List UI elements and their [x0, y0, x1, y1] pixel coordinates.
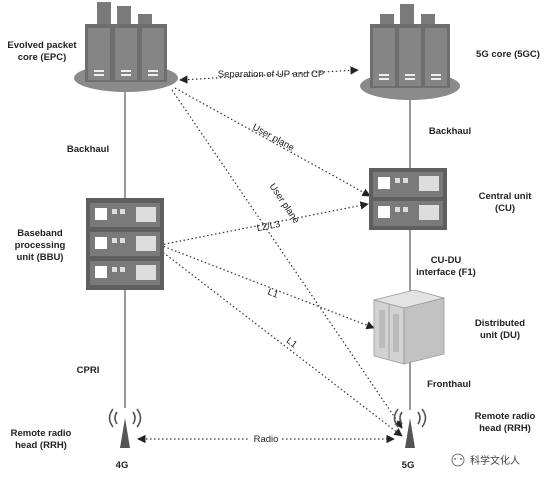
rrh-5g-label-line2: head (RRH) — [479, 423, 531, 434]
bbu-rack-icon — [86, 198, 164, 290]
watermark-text: 科学文化人 — [470, 454, 520, 467]
bbu-label-line2: processing — [15, 240, 66, 251]
watermark: 科学文化人 — [451, 453, 520, 467]
epc-label-line1: Evolved packet — [7, 40, 77, 51]
rrh-4g-band: 4G — [116, 460, 129, 471]
rrh-5g-band: 5G — [402, 460, 415, 471]
du-label-line1: Distributed — [475, 318, 525, 329]
cu-du-label-line1: CU-DU — [431, 255, 462, 266]
l1-label-a: L1 — [266, 287, 280, 301]
cu-label-line1: Central unit — [479, 191, 533, 202]
backhaul-left-label: Backhaul — [67, 144, 109, 155]
rrh-5g-tower-icon — [393, 408, 427, 448]
l1-label-b: L1 — [284, 335, 299, 350]
rrh-4g-label-line2: head (RRH) — [15, 440, 67, 451]
epc-label-line2: core (EPC) — [18, 52, 67, 63]
l1-link-du — [159, 244, 375, 330]
rrh-4g-tower-icon — [108, 408, 142, 448]
du-server-icon — [372, 289, 446, 365]
fronthaul-label: Fronthaul — [427, 379, 471, 390]
l2l3-link — [159, 201, 369, 246]
backhaul-right-label: Backhaul — [429, 126, 471, 137]
rrh-5g-label-line1: Remote radio — [475, 411, 536, 422]
du-label-line2: unit (DU) — [480, 330, 520, 341]
bbu-label-line1: Baseband — [17, 228, 63, 239]
user-plane-label-1: User plane — [250, 122, 296, 154]
5gc-label: 5G core (5GC) — [476, 49, 540, 60]
separation-label: Separation of UP and CP — [218, 69, 325, 80]
user-plane-link-cu — [174, 87, 371, 197]
rrh-4g-label-line1: Remote radio — [11, 428, 72, 439]
separation-link — [179, 66, 359, 84]
radio-label: Radio — [254, 434, 279, 445]
cpri-label: CPRI — [77, 365, 100, 376]
l2l3-label: L2/L3 — [256, 219, 281, 234]
user-plane-link-rrh — [171, 89, 403, 429]
radio-label-bg — [250, 432, 282, 444]
user-plane-label-2: User plane — [267, 181, 302, 225]
cu-rack-icon — [369, 168, 447, 230]
epc-core-icon — [74, 2, 178, 92]
bbu-label-line3: unit (BBU) — [17, 252, 64, 263]
5gc-core-icon — [360, 4, 460, 100]
l1-link-rrh — [159, 249, 403, 437]
cu-label-line2: (CU) — [495, 203, 515, 214]
cu-du-label-line2: interface (F1) — [416, 267, 476, 278]
